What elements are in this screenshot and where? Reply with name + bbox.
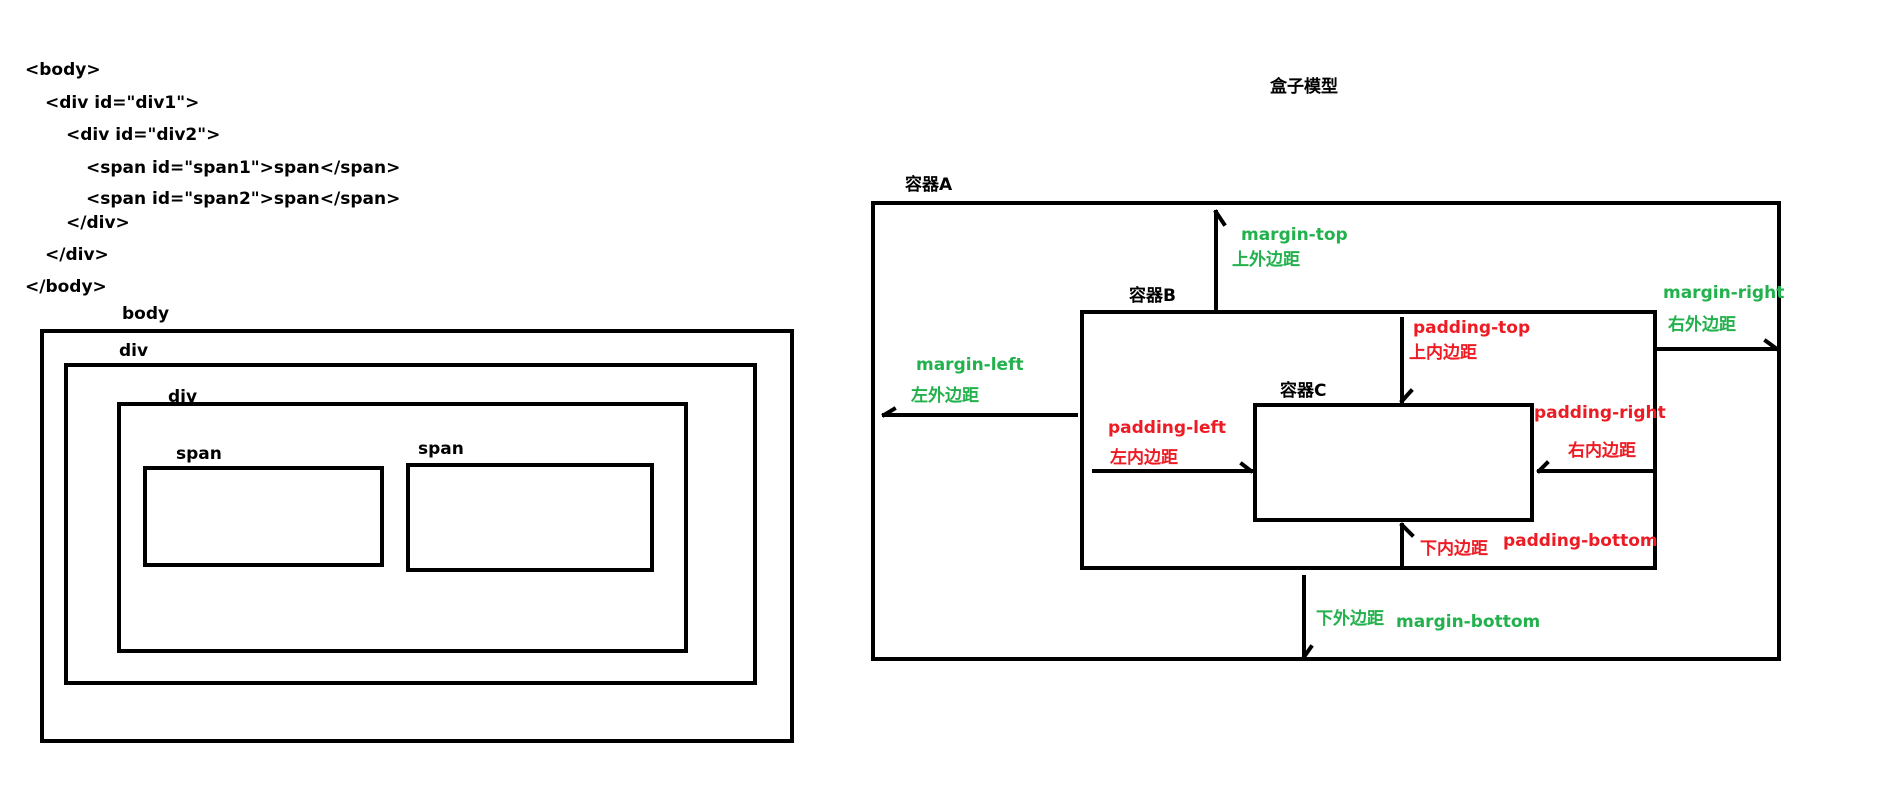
margin-right-arrow xyxy=(1655,338,1780,352)
padding-bottom-cn-label: 下内边距 xyxy=(1420,539,1488,559)
container-c-box xyxy=(1253,403,1534,522)
margin-right-cn-label: 右外边距 xyxy=(1668,315,1736,335)
padding-top-cn-label: 上内边距 xyxy=(1409,343,1477,363)
container-c-label: 容器C xyxy=(1280,381,1327,401)
margin-bottom-arrow xyxy=(1301,575,1314,660)
body-box-label: body xyxy=(122,304,170,324)
margin-left-cn-label: 左外边距 xyxy=(911,386,979,406)
margin-left-arrow xyxy=(881,406,1078,418)
span2-box-label: span xyxy=(418,439,464,459)
margin-bottom-cn-label: 下外边距 xyxy=(1316,609,1384,629)
margin-left-label: margin-left xyxy=(916,355,1024,375)
code-line-div1-close: </div> xyxy=(45,245,109,265)
span2-box xyxy=(406,463,654,572)
padding-bottom-arrow xyxy=(1399,522,1415,570)
container-a-label: 容器A xyxy=(905,175,953,195)
padding-left-label: padding-left xyxy=(1108,418,1227,438)
code-line-body-close: </body> xyxy=(25,277,107,297)
padding-left-arrow xyxy=(1092,461,1254,474)
padding-right-cn-label: 右内边距 xyxy=(1568,441,1636,461)
padding-top-arrow xyxy=(1399,317,1414,404)
code-line-div2-open: <div id="div2"> xyxy=(66,125,221,145)
span1-box-label: span xyxy=(176,444,222,464)
margin-right-label: margin-right xyxy=(1663,283,1785,303)
box-model-title: 盒子模型 xyxy=(1270,77,1338,97)
padding-top-label: padding-top xyxy=(1413,318,1531,338)
body-box xyxy=(40,329,794,743)
code-line-div1-open: <div id="div1"> xyxy=(45,93,200,113)
span1-box xyxy=(143,466,384,567)
code-line-span1: <span id="span1">span</span> xyxy=(86,158,401,178)
container-b-box xyxy=(1080,310,1657,570)
margin-top-label: margin-top xyxy=(1241,225,1348,245)
code-line-body-open: <body> xyxy=(25,60,101,80)
padding-right-label: padding-right xyxy=(1534,403,1666,423)
div1-box xyxy=(64,363,757,685)
padding-bottom-label: padding-bottom xyxy=(1503,531,1658,551)
div2-box-label: div xyxy=(168,387,198,407)
code-line-span2: <span id="span2">span</span> xyxy=(86,189,401,209)
padding-left-cn-label: 左内边距 xyxy=(1110,448,1178,468)
div2-box xyxy=(117,402,688,653)
code-line-div2-close: </div> xyxy=(66,213,130,233)
container-a-box xyxy=(871,201,1781,661)
container-b-label: 容器B xyxy=(1129,286,1176,306)
margin-bottom-label: margin-bottom xyxy=(1396,612,1541,632)
padding-right-arrow xyxy=(1536,460,1653,474)
div1-box-label: div xyxy=(119,341,149,361)
margin-top-cn-label: 上外边距 xyxy=(1232,250,1300,270)
margin-top-arrow xyxy=(1213,209,1227,314)
